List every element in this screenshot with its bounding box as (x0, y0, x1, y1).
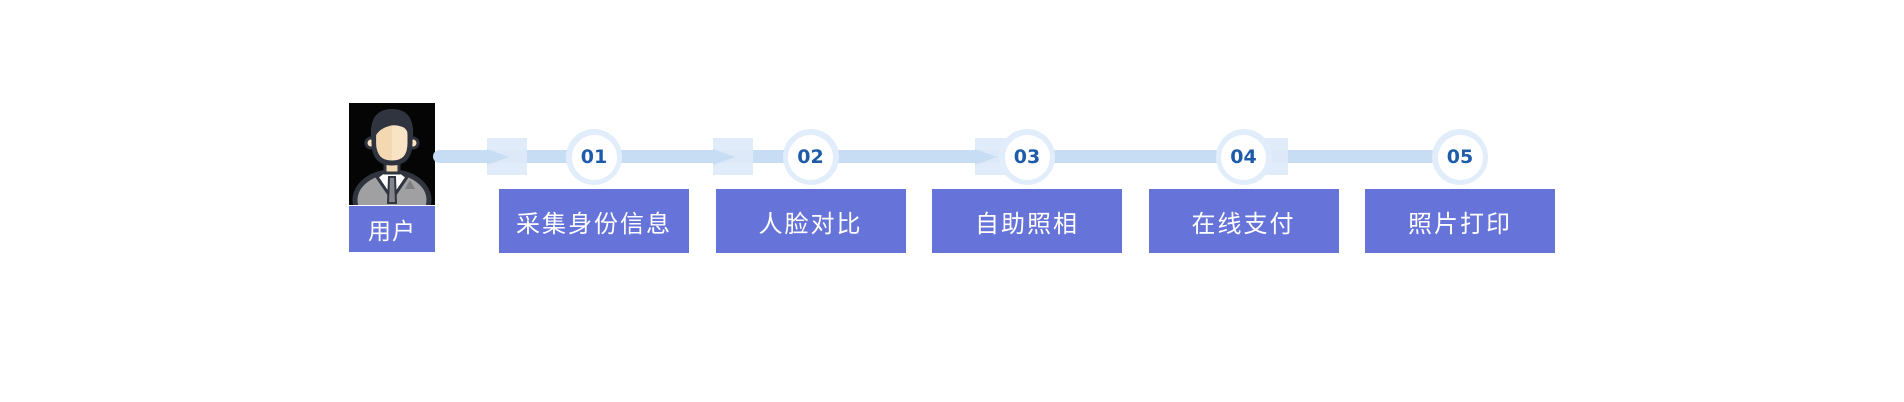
step-number: 04 (1230, 146, 1257, 168)
step-label-box: 照片打印 (1365, 189, 1555, 253)
step-number: 05 (1446, 146, 1474, 168)
actor-label: 用户 (349, 206, 435, 252)
step-number: 01 (580, 146, 608, 168)
businessman-icon (349, 103, 435, 205)
flow-arrow-icon (713, 138, 753, 175)
step-label: 人脸对比 (758, 210, 863, 238)
user-avatar-icon (349, 103, 435, 205)
step-label: 采集身份信息 (516, 210, 672, 238)
step-number-circle: 04 (1215, 129, 1272, 185)
flow-connector-line (433, 150, 1462, 163)
step-label-box: 自助照相 (932, 189, 1122, 253)
step-label: 照片打印 (1408, 210, 1512, 238)
step-number: 03 (1013, 146, 1041, 168)
step-number-circle: 03 (999, 129, 1055, 185)
flow-arrow-icon (487, 138, 527, 175)
step-label-box: 采集身份信息 (499, 189, 689, 253)
step-label: 在线支付 (1191, 210, 1296, 238)
step-number-circle: 05 (1432, 129, 1488, 185)
step-number: 02 (797, 146, 824, 168)
step-number-circle: 01 (566, 129, 622, 185)
step-label-box: 在线支付 (1148, 189, 1339, 253)
step-label-box: 人脸对比 (715, 189, 906, 253)
step-number-circle: 02 (782, 129, 839, 185)
step-label: 自助照相 (975, 210, 1079, 238)
